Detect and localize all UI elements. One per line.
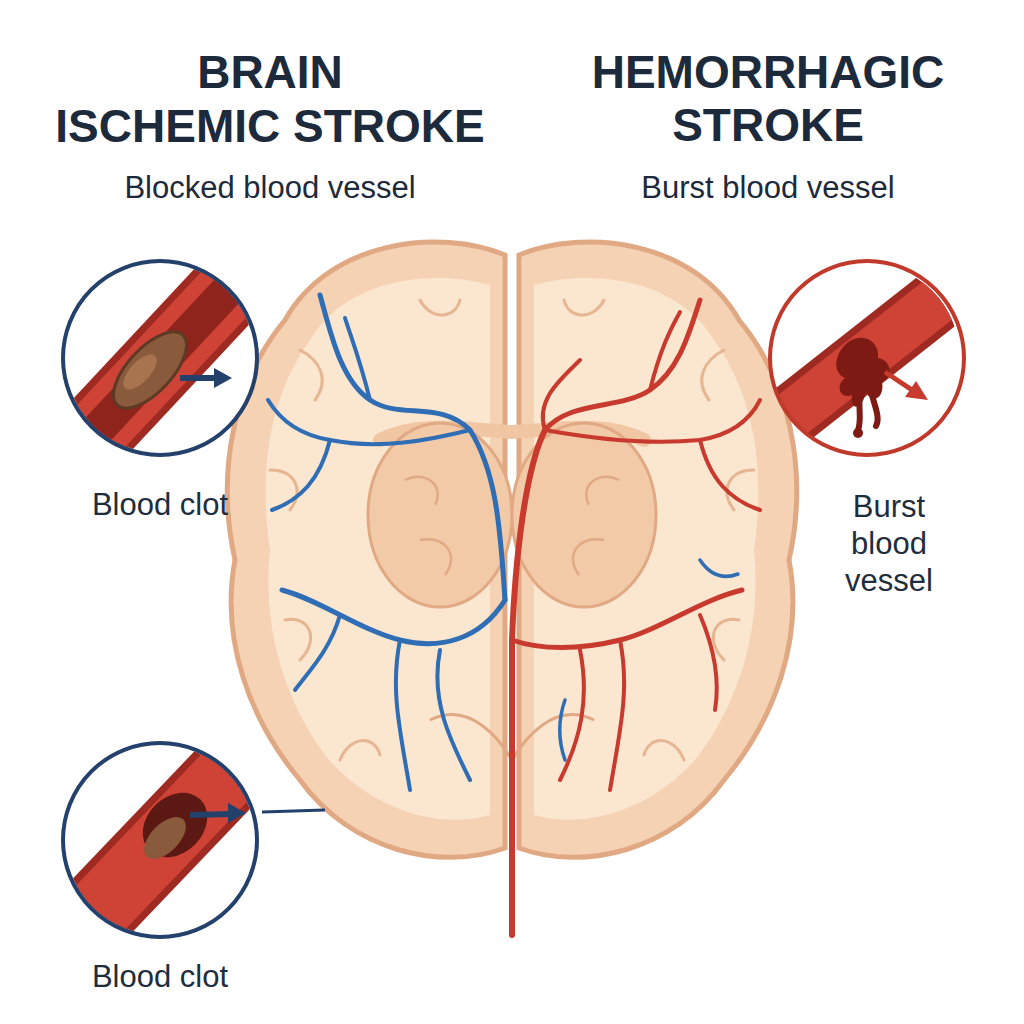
stroke-subtitle: Burst blood vessel (558, 170, 978, 206)
inset-ring (58, 258, 262, 462)
inset-label: Blood clot (55, 958, 265, 995)
clot-inset-bottom (60, 730, 325, 950)
right-deep-lobe (512, 423, 656, 607)
blocked-vessels (268, 295, 738, 790)
inset-ring (58, 740, 262, 944)
inset-label: Blood clot (55, 486, 265, 523)
stroke-subtitle: Blocked blood vessel (40, 170, 500, 206)
stroke-heading: BRAIN (40, 46, 500, 99)
inset-circle: Blood clot (58, 740, 262, 995)
burst-vessels (512, 300, 760, 935)
inset-circle: Burst blood vessel (765, 258, 969, 600)
inset-ring (765, 258, 969, 462)
deep-lobe-folds (405, 477, 619, 575)
stroke-heading: HEMORRHAGIC STROKE (568, 46, 968, 152)
left-deep-lobe (368, 423, 512, 607)
stroke-heading: ISCHEMIC STROKE (40, 100, 500, 153)
clot-inset-top (60, 245, 270, 470)
inset-circle: Blood clot (58, 258, 262, 523)
inset-label: Burst blood vessel (819, 488, 959, 600)
